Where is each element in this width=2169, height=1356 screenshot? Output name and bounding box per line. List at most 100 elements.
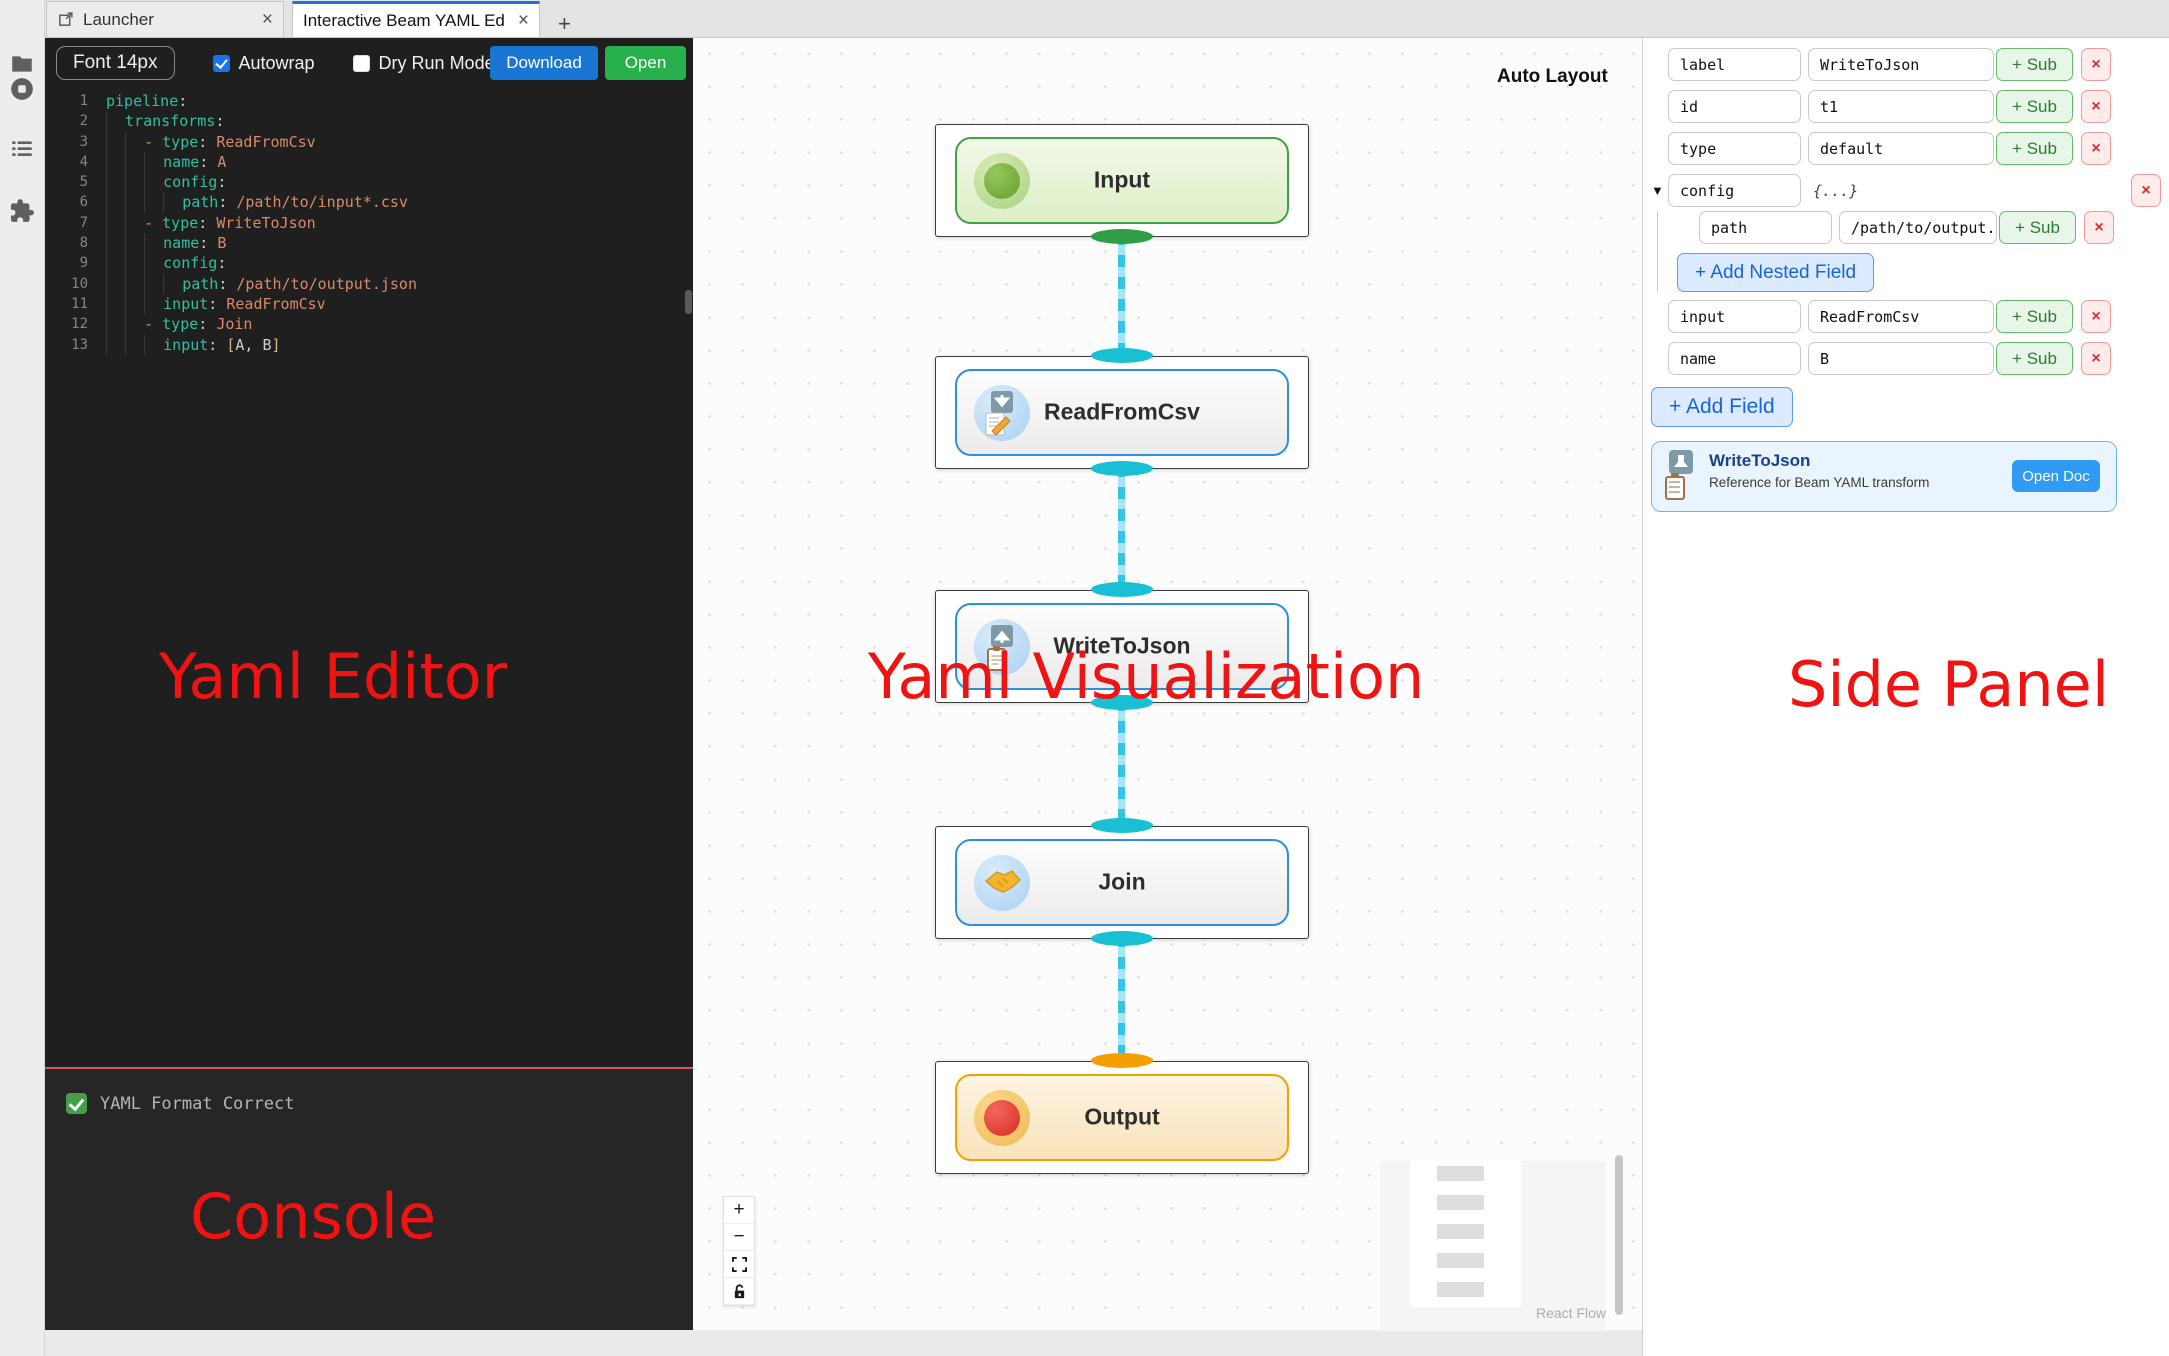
collapse-caret-icon[interactable]: ▼ bbox=[1651, 183, 1664, 198]
flow-node-output[interactable]: Output bbox=[935, 1061, 1309, 1174]
field-value-input[interactable]: B bbox=[1808, 342, 1994, 375]
field-key-input[interactable]: id bbox=[1668, 90, 1801, 123]
node-label: ReadFromCsv bbox=[1044, 397, 1200, 424]
dry-run-checkbox[interactable]: Dry Run Mode bbox=[352, 52, 495, 74]
code-text: name: A bbox=[106, 151, 227, 173]
flow-node-writetojson[interactable]: WriteToJson bbox=[935, 590, 1309, 703]
field-key-input[interactable]: path bbox=[1699, 211, 1832, 244]
close-icon[interactable]: × bbox=[517, 10, 529, 31]
source-handle[interactable] bbox=[1091, 229, 1153, 244]
indent-guide bbox=[106, 151, 125, 173]
lock-button[interactable] bbox=[724, 1278, 754, 1305]
code-token: config bbox=[163, 173, 218, 192]
config-object-badge: {...} bbox=[1813, 181, 1859, 200]
autowrap-checkbox[interactable]: Autowrap bbox=[212, 53, 315, 74]
source-handle[interactable] bbox=[1091, 461, 1153, 476]
flow-edge[interactable] bbox=[1118, 935, 1125, 1065]
download-button[interactable]: Download bbox=[490, 46, 598, 80]
add-nested-field-button[interactable]: + Add Nested Field bbox=[1677, 253, 1875, 292]
tab-beam-yaml-editor[interactable]: Interactive Beam YAML Edit × bbox=[292, 1, 540, 37]
editor-scrollbar[interactable] bbox=[685, 290, 692, 314]
add-sub-button[interactable]: + Sub bbox=[1996, 342, 2073, 375]
flow-edge[interactable] bbox=[1118, 699, 1125, 830]
target-handle[interactable] bbox=[1091, 582, 1153, 597]
zoom-out-button[interactable]: − bbox=[724, 1224, 754, 1251]
flow-node-join[interactable]: Join bbox=[935, 826, 1309, 939]
remove-field-button[interactable]: × bbox=[2084, 211, 2114, 244]
add-field-button[interactable]: + Add Field bbox=[1651, 387, 1793, 427]
field-value-input[interactable]: t1 bbox=[1808, 90, 1994, 123]
tab-bar: Launcher × Interactive Beam YAML Edit × … bbox=[44, 0, 2169, 38]
field-key-input[interactable]: input bbox=[1668, 300, 1801, 333]
zoom-in-button[interactable]: + bbox=[724, 1197, 754, 1224]
add-sub-button[interactable]: + Sub bbox=[1996, 48, 2073, 81]
node-label: Input bbox=[1093, 165, 1151, 192]
indent-guide bbox=[125, 334, 144, 355]
extensions-icon[interactable] bbox=[9, 198, 35, 224]
canvas-scrollbar[interactable] bbox=[1615, 1155, 1623, 1315]
checkbox-unchecked-icon[interactable] bbox=[352, 54, 370, 72]
add-sub-button[interactable]: + Sub bbox=[1999, 211, 2076, 244]
remove-field-button[interactable]: × bbox=[2081, 300, 2111, 333]
indent-guide bbox=[125, 192, 144, 213]
field-key-input[interactable]: name bbox=[1668, 342, 1801, 375]
source-handle[interactable] bbox=[1091, 695, 1153, 710]
launcher-icon bbox=[57, 11, 74, 28]
source-handle[interactable] bbox=[1091, 931, 1153, 946]
field-value-input[interactable]: WriteToJson bbox=[1808, 48, 1994, 81]
remove-field-button[interactable]: × bbox=[2081, 132, 2111, 165]
indent-guide bbox=[106, 233, 125, 254]
tab-launcher[interactable]: Launcher × bbox=[46, 1, 284, 37]
target-handle[interactable] bbox=[1091, 1053, 1153, 1068]
open-button[interactable]: Open bbox=[605, 46, 686, 80]
field-value-input[interactable]: /path/to/output.json bbox=[1839, 211, 1997, 244]
close-icon[interactable]: × bbox=[261, 9, 273, 30]
add-sub-button[interactable]: + Sub bbox=[1996, 90, 2073, 123]
font-size-button[interactable]: Font 14px bbox=[56, 46, 175, 80]
field-key-input[interactable]: label bbox=[1668, 48, 1801, 81]
code-token: A bbox=[217, 152, 227, 171]
add-sub-button[interactable]: + Sub bbox=[1996, 132, 2073, 165]
table-of-contents-icon[interactable] bbox=[9, 136, 35, 162]
code-token: /path/to/output.json bbox=[236, 274, 417, 293]
running-kernels-icon[interactable] bbox=[9, 76, 35, 102]
remove-field-button[interactable]: × bbox=[2081, 342, 2111, 375]
activity-bar bbox=[0, 0, 45, 1356]
fit-view-button[interactable] bbox=[724, 1251, 754, 1278]
dry-run-label: Dry Run Mode bbox=[378, 52, 495, 73]
flow-edge[interactable] bbox=[1118, 465, 1125, 594]
flow-node-readfromcsv[interactable]: ReadFromCsv bbox=[935, 356, 1309, 469]
field-value-input[interactable]: ReadFromCsv bbox=[1808, 300, 1994, 333]
auto-layout-button[interactable]: Auto Layout bbox=[1491, 65, 1614, 89]
field-key-input[interactable]: config bbox=[1668, 174, 1801, 207]
field-value-input[interactable]: default bbox=[1808, 132, 1994, 165]
remove-field-button[interactable]: × bbox=[2081, 90, 2111, 123]
open-doc-button[interactable]: Open Doc bbox=[2012, 460, 2100, 492]
new-tab-button[interactable]: + bbox=[558, 11, 571, 36]
code-token: name bbox=[163, 152, 200, 171]
target-handle[interactable] bbox=[1091, 818, 1153, 833]
indent-guide bbox=[144, 334, 163, 355]
code-token: B bbox=[217, 234, 227, 253]
remove-field-button[interactable]: × bbox=[2081, 48, 2111, 81]
yaml-status: YAML Format Correct bbox=[66, 1093, 294, 1114]
indent-guide bbox=[144, 192, 163, 213]
field-key-input[interactable]: type bbox=[1668, 132, 1801, 165]
code-token: : bbox=[218, 274, 237, 293]
checkbox-checked-icon[interactable] bbox=[212, 54, 230, 72]
line-number: 11 bbox=[71, 295, 88, 312]
remove-field-button[interactable]: × bbox=[2131, 174, 2161, 207]
flow-node-input[interactable]: Input bbox=[935, 124, 1309, 237]
minimap[interactable] bbox=[1380, 1161, 1605, 1331]
nested-fields: path/path/to/output.json+ Sub× + Add Nest… bbox=[1657, 211, 2161, 292]
file-browser-icon[interactable] bbox=[9, 51, 35, 77]
flow-edge[interactable] bbox=[1118, 233, 1125, 360]
indent-guide bbox=[106, 111, 125, 132]
add-sub-button[interactable]: + Sub bbox=[1996, 300, 2073, 333]
target-handle[interactable] bbox=[1091, 348, 1153, 363]
